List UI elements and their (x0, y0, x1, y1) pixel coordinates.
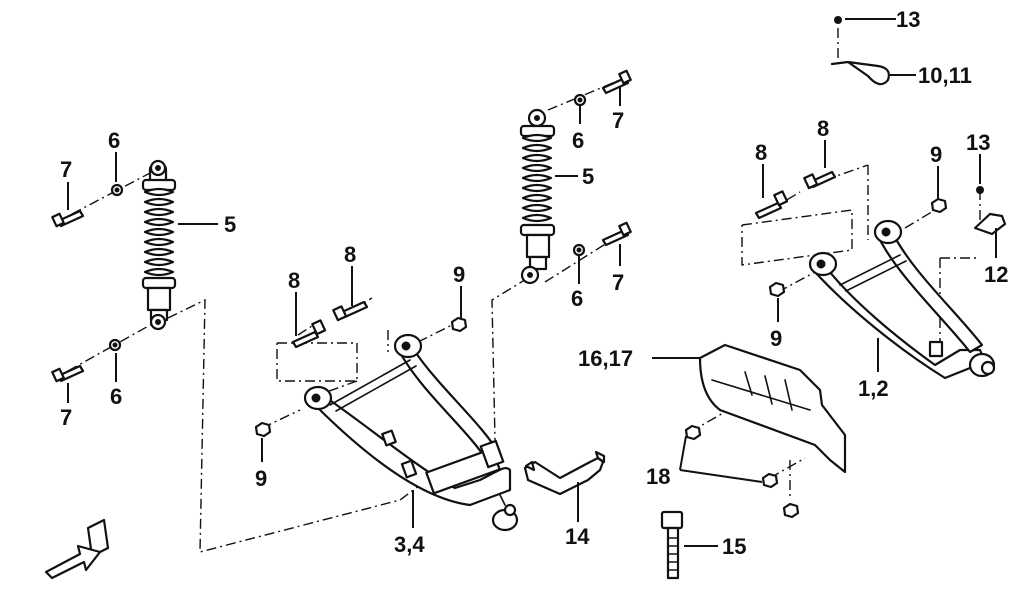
bracket-part-14 (523, 450, 606, 496)
callout-7-left-bottom: 7 (60, 405, 72, 430)
callout-13-top: 13 (896, 7, 920, 32)
front-direction-arrow-icon (44, 518, 110, 580)
center-a-arm (303, 333, 519, 532)
callout-1-2: 1,2 (858, 376, 889, 401)
callout-13-right: 13 (966, 130, 990, 155)
right-a-arm (808, 219, 996, 380)
callout-10-11: 10,11 (918, 63, 972, 88)
callout-7-left-top: 7 (60, 157, 72, 182)
left-shock-absorber (141, 159, 177, 331)
callout-8-right-left: 8 (755, 140, 767, 165)
callout-9-right-top: 9 (930, 142, 942, 167)
callout-12: 12 (984, 262, 1008, 287)
callout-9-center-top: 9 (453, 262, 465, 287)
middle-shock-absorber (519, 108, 556, 285)
callout-3-4: 3,4 (394, 532, 425, 557)
leader-lines (67, 18, 997, 547)
callout-15: 15 (722, 534, 746, 559)
callout-5-mid: 5 (582, 164, 594, 189)
cable-tie-part-15 (660, 510, 684, 580)
callout-7-mid-bottom: 7 (612, 270, 624, 295)
callout-5-left: 5 (224, 212, 236, 237)
callout-18: 18 (646, 464, 670, 489)
callout-6-left-bottom: 6 (110, 384, 122, 409)
callout-9-center-bottom: 9 (255, 466, 267, 491)
callout-7-mid-top: 7 (612, 108, 624, 133)
callout-8-right-right: 8 (817, 116, 829, 141)
screws-part-18 (684, 424, 800, 519)
callout-9-right-bottom: 9 (770, 326, 782, 351)
callout-6-left-top: 6 (108, 128, 120, 153)
callout-8-center-right: 8 (344, 242, 356, 267)
callout-14: 14 (565, 524, 590, 549)
callout-6-mid-bottom: 6 (571, 286, 583, 311)
callout-labels: 13 10,11 7 6 5 7 6 7 6 5 6 7 8 8 9 9 3,4… (60, 7, 1008, 559)
callout-16-17: 16,17 (578, 346, 633, 371)
center-a-arm-fasteners (254, 300, 468, 438)
skid-guard-part-16-17 (698, 343, 847, 474)
callout-6-mid-top: 6 (572, 128, 584, 153)
shock-fasteners (51, 69, 632, 383)
callout-8-center-left: 8 (288, 268, 300, 293)
right-a-arm-fasteners (754, 16, 1007, 298)
